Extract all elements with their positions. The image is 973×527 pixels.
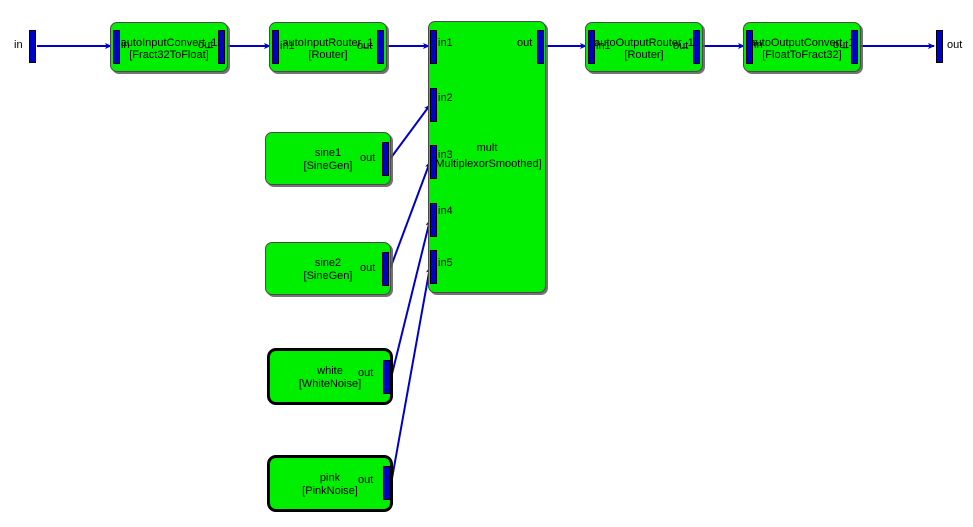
port-autoOutputConvert_1-in[interactable]	[746, 30, 753, 64]
port-label-autoInputConvert_1-in: in	[121, 39, 130, 51]
port-label-autoOutputRouter_1-out: out	[673, 40, 689, 52]
port-mult-in3[interactable]	[430, 145, 437, 179]
port-white-out[interactable]	[383, 360, 390, 394]
wire[interactable]	[390, 266, 432, 485]
port-label-pink-out: out	[358, 474, 374, 486]
terminal-out[interactable]	[936, 30, 943, 63]
port-label-mult-in1: in1	[438, 37, 453, 49]
port-autoInputRouter_1-in1[interactable]	[272, 30, 279, 64]
port-label-mult-out: out	[517, 37, 533, 49]
port-label-sine2-out: out	[360, 262, 376, 274]
port-mult-in5[interactable]	[430, 250, 437, 284]
port-autoOutputRouter_1-out[interactable]	[693, 30, 700, 64]
port-label-mult-in4: in4	[438, 205, 453, 217]
terminal-label-in: in	[14, 39, 23, 51]
port-label-mult-in2: in2	[438, 92, 453, 104]
port-mult-in2[interactable]	[430, 88, 437, 122]
wire[interactable]	[390, 219, 432, 379]
terminal-in[interactable]	[29, 30, 36, 63]
port-sine2-out[interactable]	[382, 252, 389, 286]
block-white[interactable]: white[WhiteNoise]	[267, 348, 393, 405]
port-label-autoInputRouter_1-in1: in1	[280, 40, 295, 52]
port-label-mult-in5: in5	[438, 257, 453, 269]
port-autoInputConvert_1-in[interactable]	[113, 30, 120, 64]
port-pink-out[interactable]	[383, 466, 390, 500]
port-mult-out[interactable]	[537, 30, 544, 64]
block-autoOutputRouter_1[interactable]: autoOutputRouter_1[Router]	[585, 22, 703, 72]
port-label-sine1-out: out	[360, 152, 376, 164]
port-autoInputConvert_1-out[interactable]	[218, 30, 225, 64]
port-autoOutputRouter_1-in1[interactable]	[588, 30, 595, 64]
block-type: [WhiteNoise]	[298, 378, 362, 390]
block-pink[interactable]: pink[PinkNoise]	[267, 455, 393, 512]
port-label-autoInputConvert_1-out: out	[198, 39, 214, 51]
port-label-mult-in3: in3	[438, 149, 453, 161]
port-mult-in4[interactable]	[430, 203, 437, 237]
block-type: [PinkNoise]	[302, 485, 358, 497]
port-label-autoOutputConvert_1-out: out	[833, 39, 849, 51]
terminal-label-out: out	[947, 39, 963, 51]
wire[interactable]	[389, 104, 431, 160]
wire[interactable]	[389, 161, 431, 270]
port-label-autoOutputConvert_1-in: in	[754, 39, 763, 51]
port-label-autoOutputRouter_1-in1: in1	[596, 40, 611, 52]
port-autoInputRouter_1-out[interactable]	[377, 30, 384, 64]
port-label-autoInputRouter_1-out: out	[357, 40, 373, 52]
port-autoOutputConvert_1-out[interactable]	[851, 30, 858, 64]
port-sine1-out[interactable]	[382, 142, 389, 176]
port-label-white-out: out	[358, 367, 374, 379]
port-mult-in1[interactable]	[430, 30, 437, 64]
